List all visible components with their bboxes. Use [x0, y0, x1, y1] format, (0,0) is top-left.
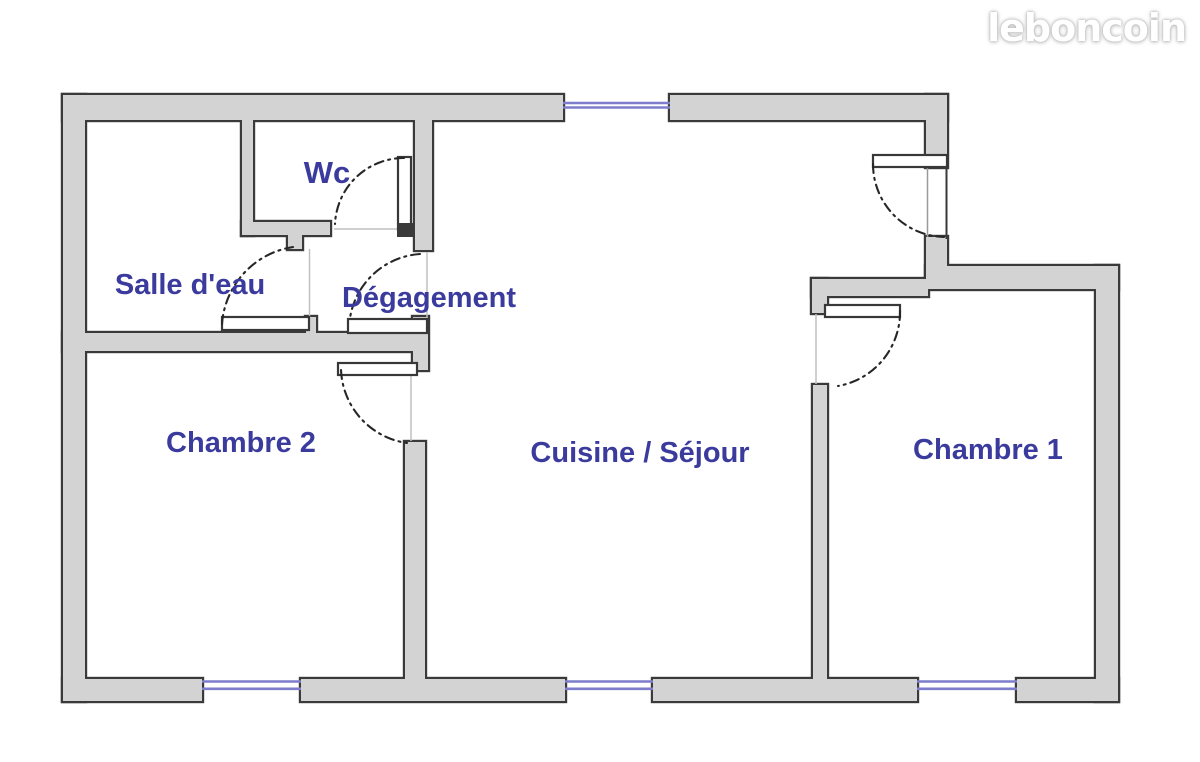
windows — [202, 101, 1017, 691]
entrance-door-swing-arc — [871, 162, 946, 239]
wc-door-hinge-post — [397, 223, 413, 237]
degagement-door-leaf — [346, 317, 429, 335]
wall — [1096, 266, 1118, 701]
room-label-salle-deau: Salle d'eau — [115, 269, 265, 301]
window-bottom-chambre1 — [917, 680, 1017, 691]
room-label-cuisine-sejour: Cuisine / Séjour — [530, 437, 749, 469]
room-label-chambre1: Chambre 1 — [913, 434, 1063, 466]
leboncoin-logo: leboncoin — [987, 6, 1187, 50]
window-bottom-cuisine — [565, 680, 653, 691]
window-bottom-chambre2 — [202, 680, 301, 691]
entrance-door-leaf — [871, 153, 949, 169]
room-labels: Wc Salle d'eau Dégagement Chambre 2 Cuis… — [115, 155, 1063, 469]
wall — [926, 95, 947, 167]
wall — [812, 279, 827, 313]
window-top — [563, 101, 670, 109]
walls-layer — [60, 92, 1121, 704]
room-label-wc: Wc — [304, 155, 351, 190]
wall — [63, 95, 85, 701]
wall — [301, 679, 565, 701]
chambre1-door-swing-arc — [836, 309, 902, 388]
wall — [670, 95, 947, 120]
chambre1-door-leaf — [823, 303, 902, 319]
wall — [63, 95, 563, 120]
wall — [242, 222, 330, 235]
degagement-door-swing-arc — [348, 252, 422, 320]
room-label-degagement: Dégagement — [342, 282, 516, 314]
wall — [813, 385, 827, 679]
entrance-opening — [926, 165, 948, 239]
salle-deau-door-swing-arc — [220, 245, 295, 326]
wc-door-leaf — [396, 155, 413, 232]
wall — [653, 679, 917, 701]
room-label-chambre2: Chambre 2 — [166, 427, 316, 459]
wall — [415, 112, 432, 250]
door-opening-lines — [308, 228, 817, 441]
salle-deau-door-leaf — [220, 315, 311, 332]
wall — [63, 333, 422, 351]
wall — [306, 317, 316, 338]
chambre2-door-swing-arc — [339, 368, 409, 445]
wc-door-swing-arc — [333, 156, 406, 226]
door-leaves — [220, 153, 949, 377]
wall — [63, 679, 202, 701]
wall — [812, 279, 928, 296]
door-swing-arcs — [220, 156, 946, 445]
wall — [405, 442, 425, 679]
wall — [288, 235, 302, 249]
wall — [242, 118, 253, 235]
chambre2-door-leaf — [336, 361, 419, 377]
wall — [1017, 679, 1118, 701]
wall — [926, 266, 1118, 289]
